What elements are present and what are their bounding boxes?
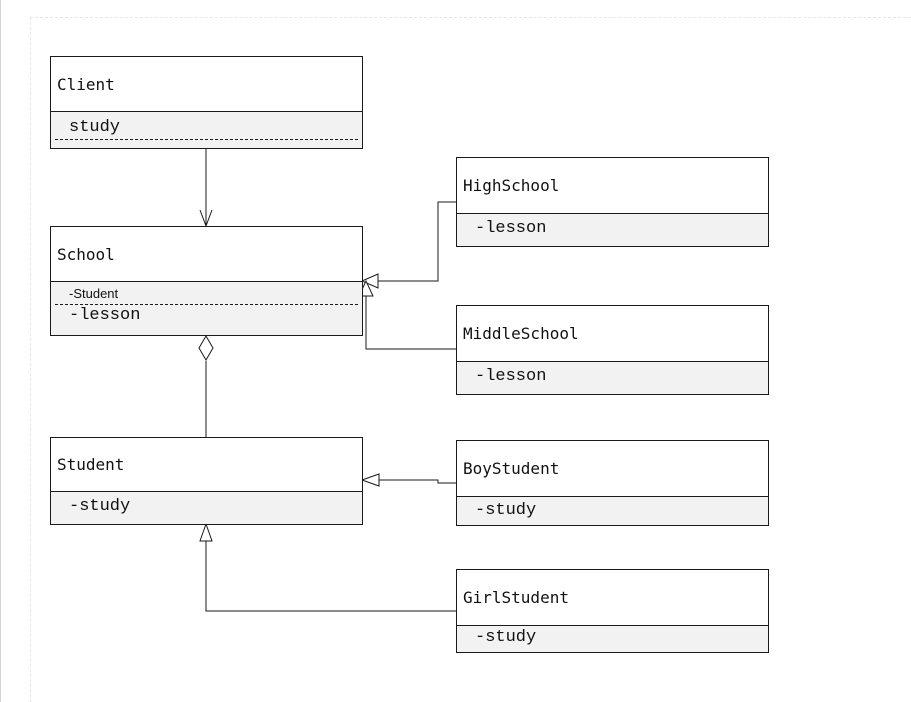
left-rule — [0, 0, 1, 702]
generalization-triangle — [199, 522, 213, 542]
class-highschool[interactable]: HighSchool -lesson — [456, 157, 769, 247]
edge-line — [378, 201, 457, 282]
class-attribute: -lesson — [475, 367, 547, 386]
edge-boystudent-student[interactable] — [360, 473, 457, 487]
class-name: GirlStudent — [457, 570, 768, 626]
edge-line — [365, 296, 457, 350]
class-attributes: -lesson — [457, 214, 768, 246]
class-student[interactable]: Student -study — [50, 437, 363, 525]
class-name: MiddleSchool — [457, 306, 768, 362]
edge-line — [379, 479, 457, 484]
class-attributes: -Student -lesson — [51, 282, 362, 335]
class-attribute: -Student — [69, 286, 119, 301]
class-girlstudent[interactable]: GirlStudent -study — [456, 569, 769, 653]
class-attributes: -study — [51, 492, 362, 524]
class-attribute: study — [69, 118, 121, 137]
edge-client-school[interactable] — [199, 142, 213, 228]
class-attribute: -lesson — [475, 219, 547, 238]
generalization-triangle — [360, 273, 379, 289]
generalization-triangle — [360, 473, 380, 487]
class-name: BoyStudent — [457, 441, 768, 497]
class-attributes: -study — [457, 497, 768, 525]
class-boystudent[interactable]: BoyStudent -study — [456, 440, 769, 526]
class-name: Student — [51, 438, 362, 492]
edge-student-school[interactable] — [198, 335, 214, 438]
class-attribute: -study — [69, 497, 131, 516]
class-attributes: study — [51, 112, 362, 148]
class-client[interactable]: Client study — [50, 56, 363, 149]
edge-highschool-school[interactable] — [360, 201, 457, 289]
edge-girlstudent-student[interactable] — [199, 522, 457, 612]
attribute-separator — [55, 139, 358, 140]
aggregation-diamond — [198, 335, 214, 361]
edge-line — [205, 541, 457, 612]
class-attribute: -study — [475, 501, 537, 520]
edge-middleschool-school[interactable] — [358, 279, 457, 350]
attribute-separator — [55, 304, 358, 305]
class-attributes: -study — [457, 626, 768, 652]
class-name: HighSchool — [457, 158, 768, 214]
class-attribute: -study — [475, 628, 537, 647]
class-attributes: -lesson — [457, 362, 768, 394]
class-name: School — [51, 227, 362, 282]
class-school[interactable]: School -Student -lesson — [50, 226, 363, 336]
class-name: Client — [51, 57, 362, 112]
canvas-border — [30, 17, 911, 702]
class-middleschool[interactable]: MiddleSchool -lesson — [456, 305, 769, 395]
class-attribute: -lesson — [69, 306, 141, 325]
